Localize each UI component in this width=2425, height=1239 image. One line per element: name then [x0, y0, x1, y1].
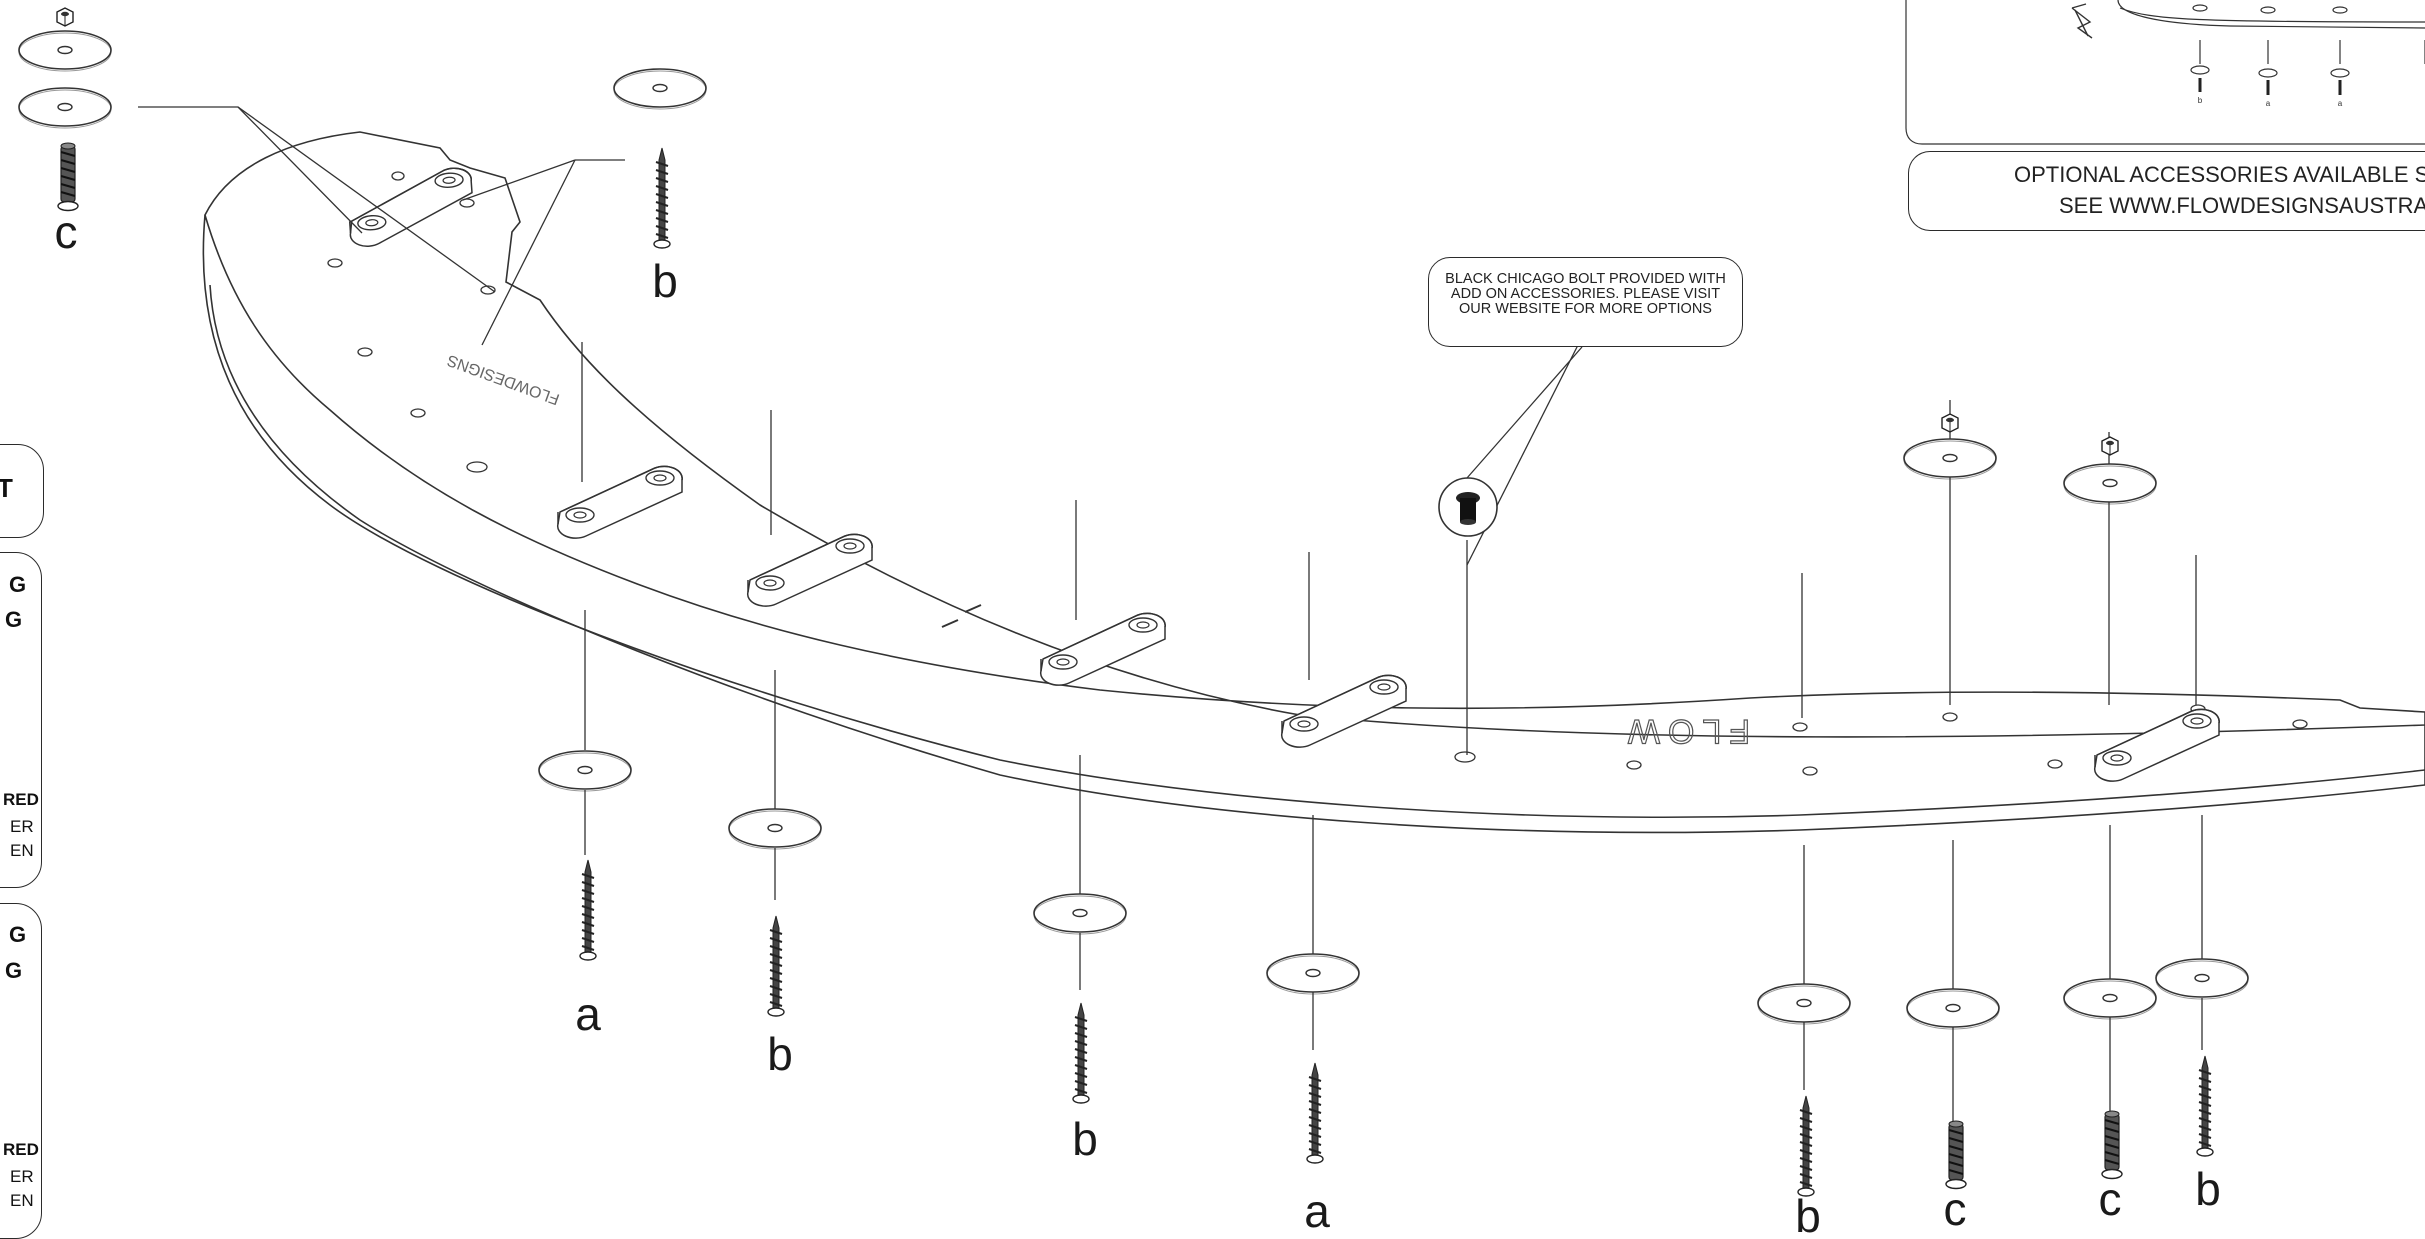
chicago-bolt-icon	[1438, 477, 1498, 537]
left-card-3-l1: G	[9, 922, 27, 947]
left-card-2: G G RED ER EN	[0, 552, 42, 888]
label-bottom-1: a	[575, 988, 601, 1040]
leader-lines	[138, 106, 2203, 1125]
chicago-bolt-callout-text: BLACK CHICAGO BOLT PROVIDED WITH ADD ON …	[1445, 271, 1726, 317]
callout-leader	[1466, 346, 1583, 479]
left-card-1-letter: T	[0, 473, 13, 503]
chicago-bolt-callout: BLACK CHICAGO BOLT PROVIDED WITH ADD ON …	[1428, 257, 1743, 347]
top-left-hardware	[18, 7, 112, 212]
bottom-washers	[538, 750, 2249, 1030]
right-top-hardware	[1903, 413, 2157, 505]
optional-accessories-line1: OPTIONAL ACCESSORIES AVAILABLE S	[2014, 162, 2425, 187]
label-bottom-3: b	[1072, 1113, 1098, 1165]
part-labels: c b a b b a b c c b	[55, 206, 2221, 1239]
left-card-2-l1: G	[9, 572, 27, 597]
inset-label-3: a	[2338, 99, 2343, 108]
optional-accessories-panel: OPTIONAL ACCESSORIES AVAILABLE S SEE WWW…	[1908, 151, 2425, 231]
left-card-2-l2: G	[5, 607, 23, 632]
plate-brand-center: FLOW	[1620, 712, 1750, 750]
left-card-2-l5: EN	[10, 841, 34, 860]
left-card-2-l4: ER	[10, 817, 34, 836]
left-card-3-l3: RED	[3, 1140, 39, 1159]
label-bottom-7: c	[2099, 1173, 2122, 1225]
top-b-hardware	[613, 68, 707, 249]
label-bottom-5: b	[1795, 1190, 1821, 1234]
left-card-3: G G RED ER EN	[0, 903, 42, 1239]
inset-diagram: b a a	[1905, 0, 2425, 145]
left-card-1: T	[0, 444, 44, 538]
label-bottom-6: c	[1944, 1183, 1967, 1234]
label-bottom-2: b	[767, 1028, 793, 1080]
plate-holes	[327, 171, 2308, 776]
left-card-3-l5: EN	[10, 1191, 34, 1210]
left-card-2-l3: RED	[3, 790, 39, 809]
label-top-left-c: c	[55, 206, 78, 258]
optional-accessories-line2: SEE WWW.FLOWDESIGNSAUSTRA	[2059, 193, 2425, 218]
left-card-3-l4: ER	[10, 1167, 34, 1186]
inset-label-2: a	[2266, 99, 2271, 108]
left-card-3-l2: G	[5, 958, 23, 983]
inset-label-1: b	[2198, 96, 2203, 105]
label-top-b: b	[652, 255, 678, 307]
label-bottom-4: a	[1304, 1185, 1330, 1234]
label-bottom-8: b	[2195, 1163, 2221, 1215]
